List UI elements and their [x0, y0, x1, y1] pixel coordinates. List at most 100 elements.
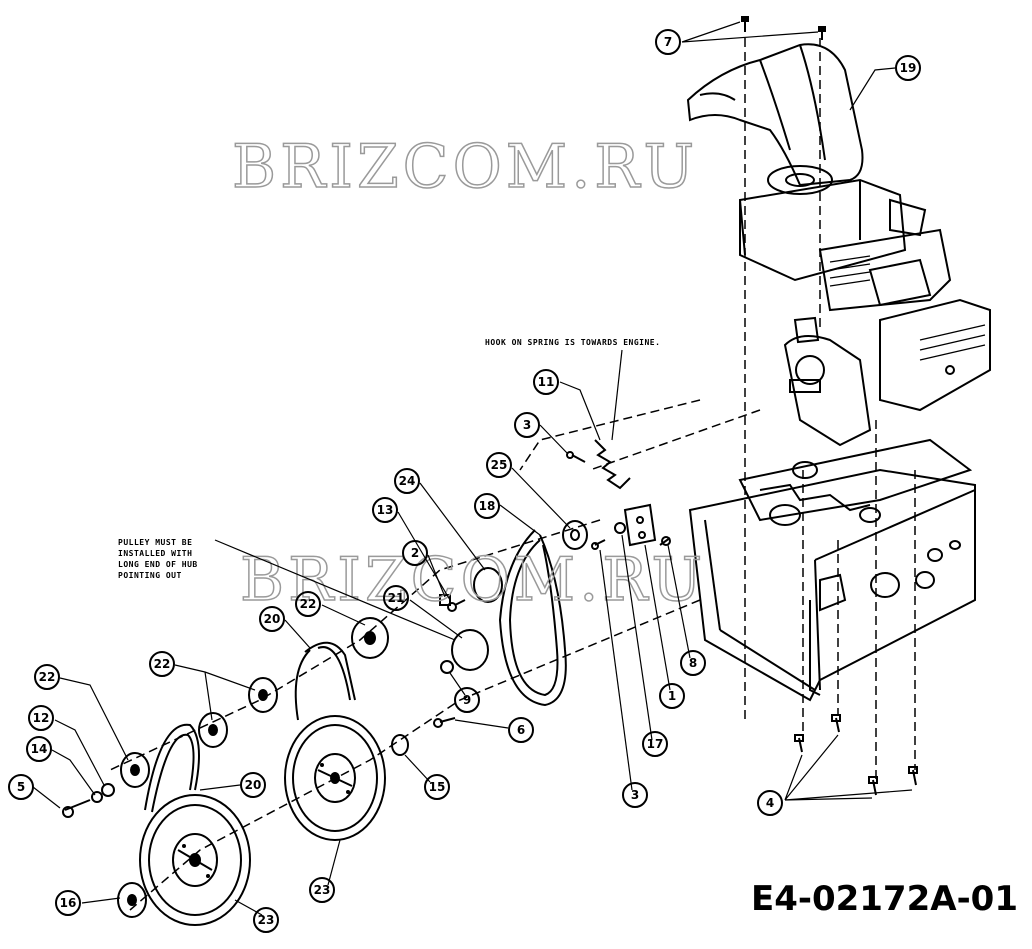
callout-22-left: 22 — [34, 664, 60, 690]
svg-text:15: 15 — [429, 780, 446, 794]
svg-text:13: 13 — [377, 503, 394, 517]
callout-8: 8 — [680, 650, 706, 676]
frame-housing — [688, 438, 976, 702]
svg-text:21: 21 — [388, 591, 405, 605]
svg-text:25: 25 — [491, 458, 508, 472]
svg-text:18: 18 — [479, 499, 496, 513]
callout-24: 24 — [394, 468, 420, 494]
callout-12: 12 — [28, 705, 54, 731]
callout-2: 2 — [402, 540, 428, 566]
bolt-3b — [591, 539, 606, 550]
pulley-23-lower — [139, 794, 251, 926]
svg-text:23: 23 — [314, 883, 331, 897]
bolt-5 — [62, 799, 91, 818]
svg-text:19: 19 — [900, 61, 917, 75]
belt-20-upper — [294, 641, 356, 721]
callout-23-middle: 23 — [309, 877, 335, 903]
svg-text:22: 22 — [39, 670, 56, 684]
leader-hook-note — [611, 349, 623, 441]
svg-text:24: 24 — [399, 474, 416, 488]
callout-3-bottom: 3 — [622, 782, 648, 808]
svg-text:22: 22 — [300, 597, 317, 611]
svg-text:6: 6 — [517, 723, 525, 737]
belt-18 — [498, 529, 567, 707]
callout-9: 9 — [454, 687, 480, 713]
callout-25: 25 — [486, 452, 512, 478]
nut-9 — [440, 660, 454, 674]
callout-4: 4 — [757, 790, 783, 816]
callout-23-lower: 23 — [253, 907, 279, 933]
belt-20-lower — [144, 723, 200, 813]
svg-text:20: 20 — [245, 778, 262, 792]
note-pulley-line-4: POINTING OUT — [118, 571, 182, 580]
bolt-6 — [433, 717, 456, 728]
callout-5: 5 — [8, 774, 34, 800]
callout-20-upper: 20 — [259, 606, 285, 632]
pulley-23-middle — [284, 715, 386, 841]
svg-text:20: 20 — [264, 612, 281, 626]
nut-17 — [614, 522, 626, 534]
callout-6: 6 — [508, 717, 534, 743]
pulley-21 — [451, 629, 489, 671]
bolts-4 — [794, 714, 918, 796]
callout-20-lower: 20 — [240, 772, 266, 798]
callout-18: 18 — [474, 493, 500, 519]
callout-3-top: 3 — [514, 412, 540, 438]
washer-14 — [91, 791, 103, 803]
callout-17: 17 — [642, 731, 668, 757]
svg-text:8: 8 — [689, 656, 697, 670]
washer-25 — [562, 520, 588, 550]
note-pulley-line-1: PULLEY MUST BE — [118, 538, 192, 547]
bolt-7 — [741, 16, 826, 40]
callout-11: 11 — [533, 369, 559, 395]
washer-15 — [391, 734, 409, 756]
svg-text:14: 14 — [31, 742, 48, 756]
bolt-8 — [659, 536, 671, 546]
svg-text:3: 3 — [523, 418, 531, 432]
svg-text:22: 22 — [154, 657, 171, 671]
svg-text:5: 5 — [17, 780, 25, 794]
washer-22-low — [198, 712, 228, 748]
callout-1: 1 — [659, 683, 685, 709]
callout-15: 15 — [424, 774, 450, 800]
svg-text:7: 7 — [664, 35, 672, 49]
callout-13: 13 — [372, 497, 398, 523]
svg-text:11: 11 — [538, 375, 555, 389]
chute-assembly — [686, 43, 864, 195]
note-pulley-line-3: LONG END OF HUB — [118, 560, 198, 569]
svg-text:9: 9 — [463, 693, 471, 707]
note-pulley: PULLEY MUST BE INSTALLED WITH LONG END O… — [118, 538, 198, 580]
svg-text:4: 4 — [766, 796, 774, 810]
engine-body — [739, 178, 991, 447]
callout-22-upper: 22 — [295, 591, 321, 617]
callout-21: 21 — [383, 585, 409, 611]
note-hook-spring: HOOK ON SPRING IS TOWARDS ENGINE. — [485, 338, 660, 347]
leader-pulley-note — [214, 539, 456, 641]
assembly-lines — [109, 38, 916, 911]
bolt-3a — [566, 451, 586, 463]
svg-text:17: 17 — [647, 737, 664, 751]
svg-text:3: 3 — [631, 788, 639, 802]
washer-22-left — [120, 752, 150, 788]
note-pulley-line-2: INSTALLED WITH — [118, 549, 192, 558]
bracket-1 — [623, 503, 657, 547]
svg-text:23: 23 — [258, 913, 275, 927]
ring-24 — [473, 567, 503, 603]
bolt-13 — [447, 599, 466, 612]
diagram-code: E4-02172A-01 — [750, 879, 1018, 919]
svg-text:2: 2 — [411, 546, 419, 560]
washer-22-upper — [351, 617, 389, 659]
svg-text:12: 12 — [33, 711, 50, 725]
spring-11 — [594, 439, 631, 490]
callout-16: 16 — [55, 890, 81, 916]
callout-7: 7 — [655, 29, 681, 55]
callout-19: 19 — [895, 55, 921, 81]
washer-22-mid — [248, 677, 278, 713]
callout-14: 14 — [26, 736, 52, 762]
lock-washer-12 — [101, 783, 115, 797]
watermark-top: BRIZCOM.RU — [232, 132, 698, 202]
svg-text:1: 1 — [668, 689, 676, 703]
svg-text:16: 16 — [60, 896, 77, 910]
callout-leaders — [32, 21, 913, 916]
